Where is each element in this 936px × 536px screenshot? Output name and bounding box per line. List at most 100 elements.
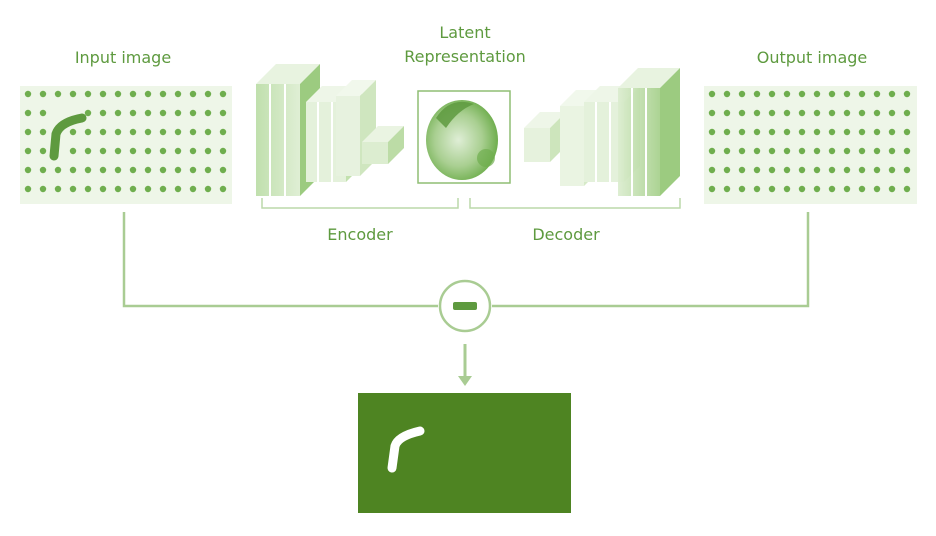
- grid-dot: [39, 109, 47, 117]
- grid-dot: [84, 147, 92, 155]
- grid-dot: [843, 147, 851, 155]
- input-image-dot-grid: [24, 90, 227, 193]
- grid-dot: [84, 109, 92, 117]
- output-to-subtract-line: [492, 212, 810, 308]
- grid-dot: [99, 166, 107, 174]
- grid-dot: [99, 90, 107, 98]
- grid-dot: [813, 90, 821, 98]
- grid-dot: [798, 109, 806, 117]
- encoder-layers: [256, 64, 404, 196]
- grid-dot: [219, 90, 227, 98]
- grid-dot: [24, 128, 32, 136]
- grid-dot: [738, 166, 746, 174]
- grid-dot: [219, 185, 227, 193]
- grid-dot: [813, 147, 821, 155]
- grid-dot: [798, 166, 806, 174]
- grid-dot: [798, 185, 806, 193]
- grid-dot: [174, 90, 182, 98]
- grid-dot: [873, 147, 881, 155]
- grid-dot: [114, 128, 122, 136]
- latent-label-line1: Latent: [439, 23, 491, 42]
- grid-dot: [99, 109, 107, 117]
- latent-label-line2: Representation: [404, 47, 526, 66]
- grid-dot: [24, 109, 32, 117]
- grid-dot: [753, 90, 761, 98]
- grid-dot: [39, 147, 47, 155]
- grid-dot: [843, 109, 851, 117]
- grid-dot: [903, 166, 911, 174]
- grid-dot: [858, 185, 866, 193]
- grid-dot: [873, 128, 881, 136]
- grid-dot: [69, 147, 77, 155]
- grid-dot: [69, 185, 77, 193]
- output-image-label: Output image: [756, 48, 868, 67]
- grid-dot: [708, 185, 716, 193]
- grid-dot: [114, 90, 122, 98]
- grid-dot: [843, 90, 851, 98]
- grid-dot: [69, 128, 77, 136]
- grid-dot: [858, 166, 866, 174]
- grid-dot: [738, 90, 746, 98]
- grid-dot: [828, 109, 836, 117]
- decoder-layers: [524, 68, 680, 196]
- grid-dot: [708, 90, 716, 98]
- grid-dot: [768, 109, 776, 117]
- grid-dot: [24, 147, 32, 155]
- grid-dot: [753, 128, 761, 136]
- grid-dot: [204, 166, 212, 174]
- grid-dot: [84, 90, 92, 98]
- grid-dot: [84, 128, 92, 136]
- grid-dot: [39, 166, 47, 174]
- grid-dot: [768, 90, 776, 98]
- grid-dot: [783, 109, 791, 117]
- grid-dot: [204, 147, 212, 155]
- grid-dot: [783, 90, 791, 98]
- latent-blob: [426, 100, 498, 180]
- grid-dot: [24, 185, 32, 193]
- grid-dot: [159, 166, 167, 174]
- output-image: [704, 86, 917, 204]
- grid-dot: [783, 128, 791, 136]
- decoder-label: Decoder: [532, 225, 600, 244]
- grid-dot: [144, 185, 152, 193]
- grid-dot: [903, 185, 911, 193]
- grid-dot: [738, 185, 746, 193]
- grid-dot: [903, 109, 911, 117]
- grid-dot: [708, 147, 716, 155]
- grid-dot: [204, 90, 212, 98]
- grid-dot: [219, 147, 227, 155]
- grid-dot: [843, 128, 851, 136]
- grid-dot: [798, 90, 806, 98]
- grid-dot: [768, 128, 776, 136]
- grid-dot: [159, 147, 167, 155]
- grid-dot: [873, 166, 881, 174]
- detected-defect-mark: [387, 426, 425, 473]
- grid-dot: [753, 109, 761, 117]
- grid-dot: [888, 90, 896, 98]
- grid-dot: [219, 109, 227, 117]
- input-image-label: Input image: [74, 48, 172, 67]
- grid-dot: [189, 166, 197, 174]
- grid-dot: [888, 185, 896, 193]
- grid-dot: [159, 90, 167, 98]
- grid-dot: [723, 147, 731, 155]
- grid-dot: [753, 166, 761, 174]
- grid-dot: [159, 109, 167, 117]
- grid-dot: [204, 128, 212, 136]
- grid-dot: [828, 90, 836, 98]
- grid-dot: [174, 109, 182, 117]
- grid-dot: [708, 109, 716, 117]
- grid-dot: [723, 109, 731, 117]
- grid-dot: [903, 147, 911, 155]
- grid-dot: [174, 185, 182, 193]
- grid-dot: [159, 185, 167, 193]
- grid-dot: [84, 185, 92, 193]
- grid-dot: [723, 128, 731, 136]
- grid-dot: [204, 109, 212, 117]
- grid-dot: [708, 128, 716, 136]
- grid-dot: [798, 128, 806, 136]
- grid-dot: [39, 90, 47, 98]
- grid-dot: [144, 128, 152, 136]
- grid-dot: [69, 166, 77, 174]
